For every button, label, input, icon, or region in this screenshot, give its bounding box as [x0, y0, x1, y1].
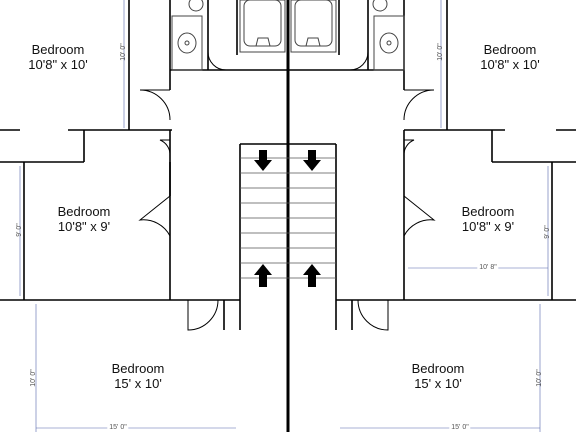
up-arrow-icon [254, 264, 321, 287]
walls-top-left [0, 0, 240, 301]
room-name: Bedroom [31, 42, 85, 57]
room-size: 15' x 10' [114, 376, 162, 391]
room-name: Bedroom [411, 361, 465, 376]
sink-left [171, 0, 204, 71]
dimension-label: 10' 8" [477, 264, 499, 272]
walls-top-right [336, 0, 576, 301]
room-size: 15' x 10' [414, 376, 462, 391]
dimension-lines [19, 0, 549, 432]
dimension-label: 10' 0" [536, 369, 543, 387]
dimension-label: 10' 0" [437, 43, 444, 61]
dimension-label: 9' 0" [16, 223, 23, 237]
room-mid-left: Bedroom 10'8" x 9' [58, 204, 111, 234]
dimension-label: 10' 0" [30, 369, 37, 387]
room-size: 10'8" x 10' [28, 57, 88, 72]
room-name: Bedroom [57, 204, 111, 219]
room-name: Bedroom [483, 42, 537, 57]
room-size: 10'8" x 10' [480, 57, 540, 72]
down-arrow-icon [254, 150, 321, 171]
dimension-label: 15' 0" [107, 424, 129, 432]
sink-right [372, 0, 405, 71]
dimension-label: 10' 0" [120, 43, 127, 61]
room-top-left: Bedroom 10'8" x 10' [28, 42, 87, 72]
room-name: Bedroom [111, 361, 165, 376]
stair-treads [240, 157, 336, 279]
room-name: Bedroom [461, 204, 515, 219]
door-swings [138, 51, 436, 331]
room-size: 10'8" x 9' [57, 219, 111, 234]
dimension-label: 9' 0" [544, 225, 551, 239]
room-bottom-right: Bedroom 15' x 10' [412, 361, 465, 391]
walls-hall [223, 143, 353, 330]
bathtub-left [239, 0, 286, 53]
walls-mid [23, 162, 553, 300]
bathtub-right [290, 0, 337, 53]
room-mid-right: Bedroom 10'8" x 9' [462, 204, 515, 234]
room-size: 10'8" x 9' [461, 219, 515, 234]
room-bottom-left: Bedroom 15' x 10' [112, 361, 165, 391]
room-top-right: Bedroom 10'8" x 10' [480, 42, 539, 72]
dimension-label: 15' 0" [449, 424, 471, 432]
